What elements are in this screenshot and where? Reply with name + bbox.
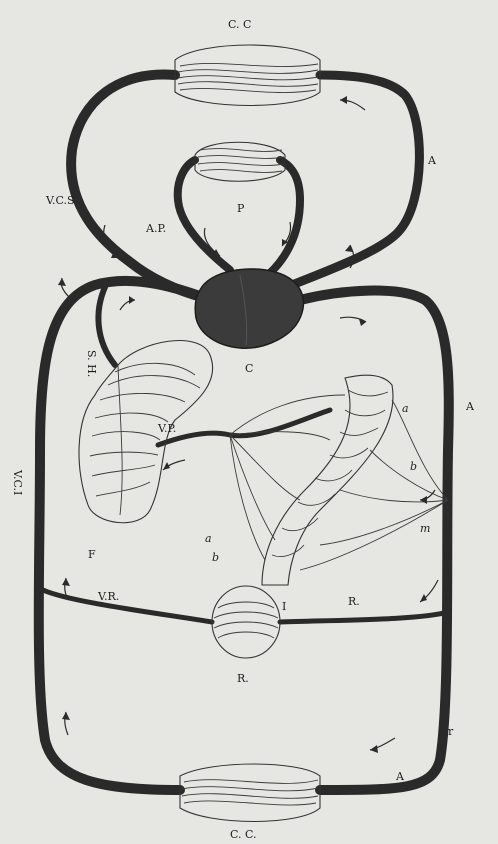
vessel-aorta-descending xyxy=(300,291,449,790)
label-r-right: R. xyxy=(348,595,360,608)
label-i: I xyxy=(282,600,286,613)
intestine xyxy=(262,375,393,585)
capillary-bed-lungs xyxy=(195,142,285,181)
label-a-lower: a xyxy=(205,532,212,545)
vessel-renal-vein xyxy=(43,590,212,622)
mesenteric-vessels xyxy=(230,395,448,570)
vessel-vci xyxy=(39,281,205,790)
label-vcs: V.C.S xyxy=(45,194,75,207)
label-a-upper: A xyxy=(427,154,437,167)
label-cc-bottom: C. C. xyxy=(230,828,257,841)
kidney xyxy=(212,586,280,658)
label-b-lower: b xyxy=(212,551,219,564)
label-vr: V.R. xyxy=(97,590,119,603)
label-ap: A.P. xyxy=(145,222,166,235)
label-vp: V.P. xyxy=(157,422,176,435)
flow-arrows xyxy=(58,96,438,753)
label-f: F xyxy=(88,548,96,561)
label-c: C xyxy=(245,362,253,375)
label-corner-mark: r xyxy=(448,725,454,738)
label-m: m xyxy=(420,522,430,535)
label-a-bottom: A xyxy=(395,770,405,783)
vessel-renal-artery xyxy=(280,612,448,622)
label-a-small: a xyxy=(402,402,409,415)
vessel-vcs-upper xyxy=(71,74,205,298)
capillary-bed-bottom xyxy=(180,764,320,822)
label-b-right: b xyxy=(410,460,417,473)
label-cc-top: C. C xyxy=(228,18,251,31)
liver xyxy=(79,341,213,523)
heart xyxy=(195,269,303,348)
label-p: P xyxy=(237,202,245,215)
vessel-hepatic xyxy=(98,287,115,365)
label-vci: V.C.I xyxy=(11,469,24,495)
label-sh: S. H. xyxy=(85,350,98,377)
label-a-mid: A xyxy=(465,400,475,413)
vessel-portal xyxy=(158,410,330,445)
label-r-bottom: R. xyxy=(237,672,249,685)
vessel-aorta-upper xyxy=(268,75,419,295)
capillary-bed-top xyxy=(175,45,320,106)
